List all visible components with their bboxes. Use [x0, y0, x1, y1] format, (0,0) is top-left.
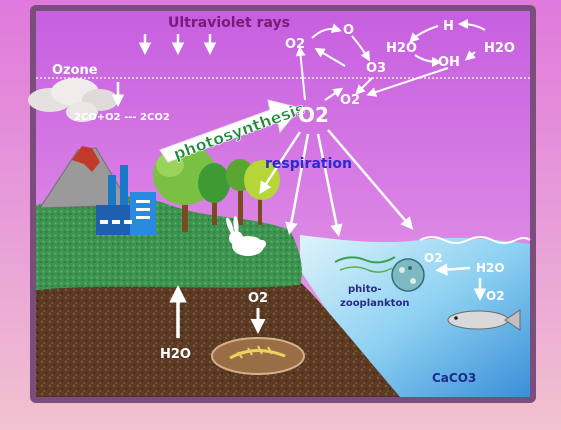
o2-top-label: O2 — [285, 37, 305, 52]
o2-sea-label: O2 — [424, 251, 443, 265]
seaweed-2 — [339, 266, 393, 273]
ozone-label: Ozone — [52, 63, 98, 78]
h2o-to-o2-sea-arrow — [435, 263, 471, 276]
soil — [36, 282, 400, 397]
h2o-ground-label: H2O — [160, 347, 191, 362]
h2o-left-label: H2O — [386, 41, 417, 56]
o3-label: O3 — [366, 61, 386, 76]
respiration-label: respiration — [265, 156, 352, 172]
plankton-dot — [410, 278, 416, 284]
h2o-right-label: H2O — [484, 41, 515, 56]
smoke-cloud — [28, 78, 118, 122]
uv-label: Ultraviolet rays — [168, 15, 290, 31]
caco3-label: CaCO3 — [432, 371, 476, 385]
reaction-label: 2CO+O2 --- 2CO2 — [74, 112, 170, 123]
ozone-cycle-arrows — [311, 23, 373, 95]
photosynthesis-arrow — [159, 99, 301, 163]
oh-label: OH — [438, 55, 460, 70]
o2-soil-label: O2 — [248, 291, 268, 306]
uv-arrows — [138, 34, 217, 55]
sea-waves — [419, 236, 531, 244]
h-label: H — [443, 19, 454, 34]
o2-big-label: O2 — [298, 103, 329, 127]
plankton-dot — [399, 267, 405, 273]
o2-up-arrow-2 — [324, 87, 344, 101]
plankton-icon — [391, 258, 425, 292]
plankton-dot — [408, 266, 412, 270]
buried-leaf-icon — [211, 337, 305, 375]
fish-icon — [447, 309, 521, 331]
o-atom-label: O — [343, 23, 354, 38]
h2o-sea-label: H2O — [476, 261, 505, 275]
plankton-label-line2: zooplankton — [340, 298, 409, 309]
o2-mid-label: O2 — [340, 93, 360, 108]
o2-up-arrow — [295, 46, 306, 101]
water-cycle-arrows — [409, 19, 486, 67]
lava — [72, 146, 100, 172]
respiration-arrows — [259, 129, 414, 237]
oh-to-o2-arrow — [366, 67, 449, 97]
sea — [300, 235, 530, 397]
plankton-label-line1: phito- — [348, 284, 382, 295]
factory — [96, 165, 156, 235]
rabbit — [226, 216, 266, 256]
o2-sea-low-label: O2 — [486, 289, 505, 303]
seaweed — [334, 256, 396, 264]
